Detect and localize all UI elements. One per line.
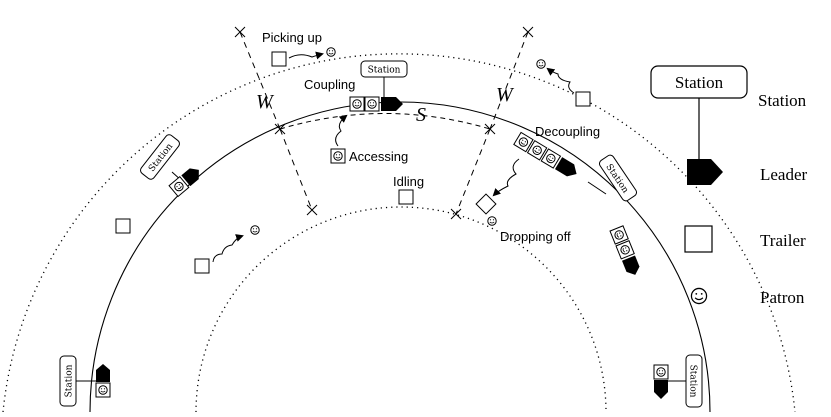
trailer-right-top — [575, 91, 591, 107]
label-idling: Idling — [393, 174, 424, 189]
patron-picking-up — [326, 47, 336, 57]
legend-station-box-label: Station — [675, 73, 724, 92]
path-left-moving — [212, 234, 244, 263]
svg-text:Station: Station — [368, 66, 401, 76]
w-zone-left-boundary-1 — [239, 31, 281, 130]
train-top — [349, 96, 403, 112]
path-accessing — [335, 114, 348, 147]
trailer-accessing — [330, 148, 346, 164]
station-left-lower: Station — [59, 355, 96, 407]
zone-label-w-right: W — [496, 84, 515, 106]
station-top: Station — [360, 60, 408, 99]
path-dropping-off — [492, 158, 520, 197]
leader-left-upper — [181, 168, 199, 187]
trailer-picking-up — [271, 51, 287, 67]
boundary-crosses — [234, 26, 534, 220]
patron-right-waiting — [536, 59, 546, 69]
leader-decoupling — [554, 157, 577, 177]
train-left-upper — [168, 168, 199, 198]
w-zone-left-boundary-2 — [279, 128, 313, 211]
legend-trailer-label: Trailer — [760, 231, 806, 250]
label-accessing: Accessing — [349, 149, 408, 164]
svg-text:Station: Station — [688, 365, 698, 398]
w-zone-right-boundary-2 — [455, 128, 491, 215]
train-right-lower — [653, 364, 669, 399]
label-decoupling: Decoupling — [535, 124, 600, 139]
label-dropping-off: Dropping off — [500, 229, 571, 244]
patron-dropping-off — [487, 216, 497, 226]
label-coupling: Coupling — [304, 77, 355, 92]
zone-label-s: S — [416, 104, 426, 126]
leader-left-lower — [96, 364, 110, 382]
station-left-upper: Station — [140, 134, 183, 182]
leader-right-lower — [654, 380, 668, 399]
leader-top — [381, 97, 403, 111]
trailer-left-moving — [194, 258, 210, 274]
path-right-pickup — [546, 67, 575, 94]
legend: Station Station Leader Trailer Patron — [650, 65, 808, 307]
s-zone-arc — [279, 113, 491, 130]
train-decoupling — [513, 131, 577, 177]
legend-leader-icon — [687, 159, 723, 185]
leader-right-mid — [622, 255, 640, 275]
patron-left-waiting — [250, 225, 260, 235]
zone-label-w-left: W — [256, 91, 275, 113]
legend-trailer-icon — [684, 225, 713, 253]
trailer-dropping-off — [475, 193, 497, 215]
train-right-mid — [609, 225, 640, 275]
trailer-left-idle — [115, 218, 131, 234]
train-left-lower — [95, 364, 111, 398]
legend-patron-icon — [690, 287, 708, 305]
w-zone-right-boundary-1 — [489, 31, 529, 130]
station-right-lower: Station — [668, 354, 703, 408]
label-picking-up: Picking up — [262, 30, 322, 45]
svg-text:Station: Station — [65, 364, 75, 397]
legend-patron-label: Patron — [760, 288, 805, 307]
station-decoupling: Station — [587, 154, 638, 202]
path-picking-up — [288, 51, 324, 60]
inner-boundary — [195, 206, 607, 413]
trailer-idling — [398, 189, 414, 205]
legend-station-label: Station — [758, 91, 807, 110]
legend-station-icon: Station — [650, 65, 748, 159]
legend-leader-label: Leader — [760, 165, 808, 184]
